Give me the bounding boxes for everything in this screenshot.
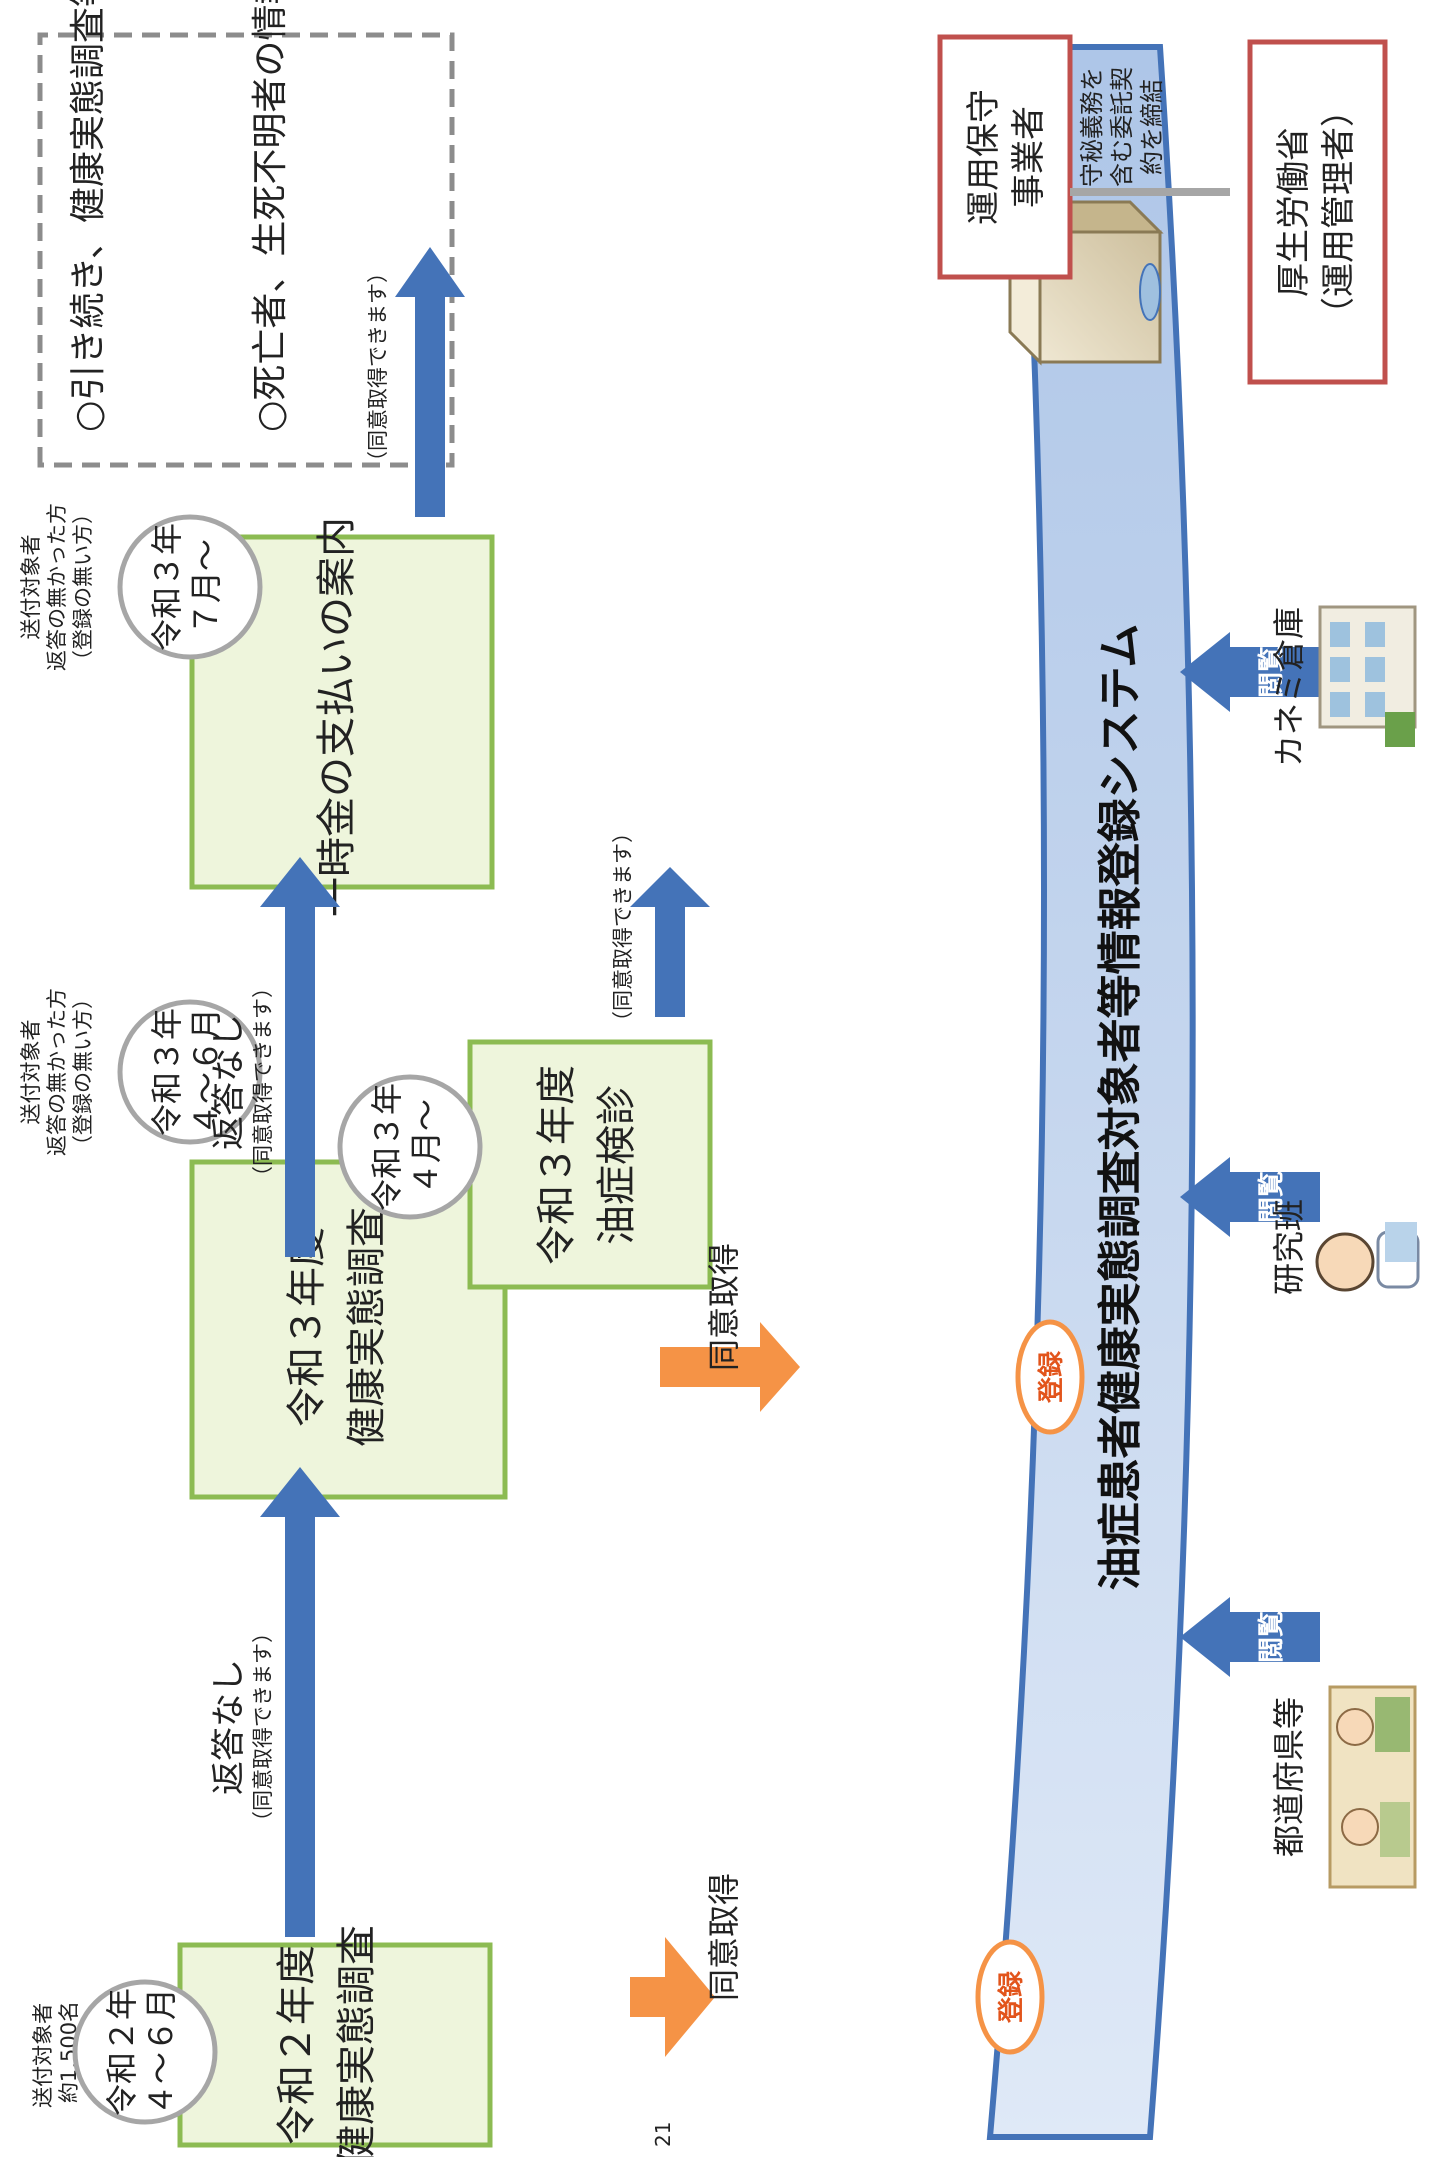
arrow1-label: 返答なし [209,1659,249,1795]
stage1-circle-label: 令和２年４～６月 [103,1988,180,2116]
view-arrow-3-label: 閲覧 [1257,646,1287,698]
view-arrow-2 [1180,1157,1320,1237]
page-number: 21 [651,2122,675,2147]
stage2-circle [117,999,263,1145]
stage1-circle [72,1979,218,2125]
arrow3-sublabel: （同意取得できます） [611,822,635,1032]
ministry-label: 厚生労働省（運用管理者） [1274,93,1359,331]
viewer-label-3: カネミ倉庫 [1270,607,1308,767]
stage3-box-label: 一時金の支払いの案内 [314,517,360,917]
viewer-label-2: 研究班 [1270,1199,1308,1295]
stage1-note: 送付対象者 約1,500名 [31,1996,81,2108]
system-bar [986,44,1196,2140]
stage1-box-label: 令和２年度健康実態調査 [274,1925,380,2157]
register-badge-1 [975,1939,1045,2055]
checkup-circle-label: 令和３年４月～ [368,1083,445,1211]
register-badge-1-label: 登録 [996,1970,1027,2024]
checkup-circle [337,1074,483,1220]
view-arrow-2-label: 閲覧 [1257,1171,1287,1223]
note-1: ○引き続き、健康実態調査等の際に同意に関するご案内を実施 [68,0,109,432]
stage2-note: 送付対象者返答の無かった方（登録の無い方） [19,988,95,1156]
note-2: ○死亡者、生死不明者の情報について は、登録状況を見て、個人情報の保護に配慮しつ… [250,0,291,432]
view-arrow-1 [1180,1597,1320,1677]
view-arrow-3 [1180,632,1320,712]
stage3-box [189,534,495,890]
maintenance-label: 運用保守事業者 [964,89,1049,225]
note-1-line: ○引き続き、健康実態調査等の際に同意に関するご案内を実施 [68,0,109,432]
register-badge-2 [1015,1319,1085,1435]
system-title: 油症患者健康実態調査対象者等情報登録システム [1095,624,1146,1591]
stage1-note-line1: 送付対象者 [31,2003,55,2108]
view-arrow-1-label: 閲覧 [1257,1611,1287,1663]
researcher-illustration [1315,1222,1420,1292]
note-2-line: ○死亡者、生死不明者の情報について は、登録状況を見て、個人情報の保護に配慮しつ… [250,0,291,432]
register-badge-2-label: 登録 [1036,1350,1067,1404]
notes-box [37,32,455,468]
stage2-circle-label: 令和３年４～６月 [148,1008,225,1136]
arrow-stage2-to-stage3 [260,857,340,1257]
stage2-box-label: 令和３年度健康実態調査 [284,1207,390,1447]
orange-arrow-1 [630,1937,715,2057]
checkup-box-label: 令和３年度油症検診 [534,1065,640,1265]
stage3-note: 送付対象者返答の無かった方（登録の無い方） [19,503,95,671]
stage3-circle [117,514,263,660]
orange-arrow-2 [660,1322,800,1412]
arrow2-label: 返答なし [209,1014,249,1150]
contract-label: 守秘義務を含む委託契約を締結 [1078,67,1166,187]
orange-arrow-2-label: 同意取得 [705,1243,743,1371]
arrow-stage3-to-notes [395,247,465,517]
kanemi-building-illustration [1318,605,1417,747]
arrow4-sublabel: （同意取得できます） [366,262,390,472]
viewer-label-1: 都道府県等 [1270,1697,1308,1857]
checkup-box [467,1039,713,1290]
arrow-stage1-to-stage2 [260,1467,340,1937]
orange-arrow-1-label: 同意取得 [705,1873,743,2001]
arrow2-sublabel: （同意取得できます） [251,977,275,1187]
stage3-circle-label: 令和３年７月～ [148,523,225,651]
ministry-box [1247,39,1388,385]
arrow1-sublabel: （同意取得できます） [251,1622,275,1832]
maintenance-box [937,34,1073,280]
arrow-checkup-to-stage3 [630,867,710,1017]
prefecture-office-illustration [1328,1685,1417,1889]
